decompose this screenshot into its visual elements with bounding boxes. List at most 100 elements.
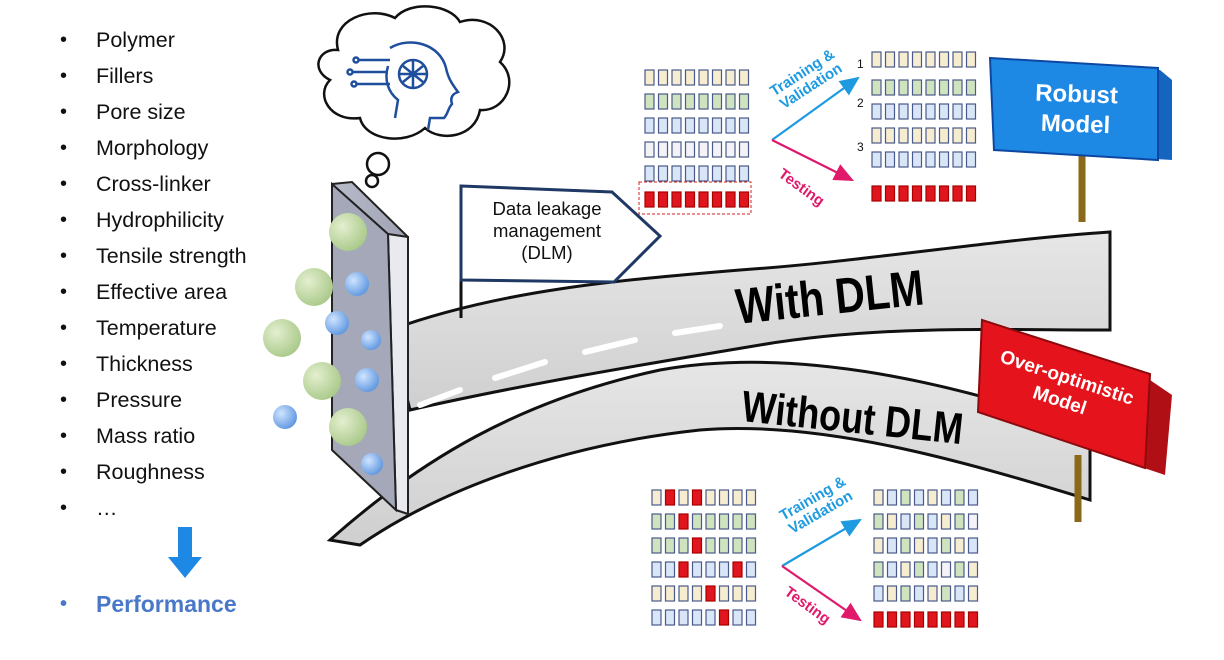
data-cell bbox=[691, 537, 703, 554]
road-without-dlm bbox=[326, 360, 1092, 547]
data-cell bbox=[691, 609, 703, 626]
test-cell bbox=[925, 185, 936, 202]
data-cell bbox=[698, 117, 709, 134]
road-dashes bbox=[417, 323, 723, 408]
data-cell bbox=[644, 191, 655, 208]
dlm-tag-label: Data leakage management (DLM) bbox=[462, 198, 632, 264]
data-cell bbox=[898, 79, 909, 96]
data-cell bbox=[738, 191, 750, 208]
data-cell bbox=[657, 165, 669, 182]
data-cell bbox=[698, 93, 709, 110]
data-cell bbox=[651, 513, 662, 530]
data-cell bbox=[678, 609, 689, 626]
data-cell bbox=[954, 513, 965, 530]
test-cell bbox=[967, 611, 979, 628]
data-cell bbox=[871, 151, 882, 168]
data-cell bbox=[938, 79, 950, 96]
data-cell bbox=[725, 117, 736, 134]
performance-label: Performance bbox=[96, 591, 237, 617]
data-cell bbox=[913, 489, 925, 506]
data-cell bbox=[927, 561, 938, 578]
feature-label: Pressure bbox=[96, 388, 183, 412]
data-cell bbox=[938, 103, 950, 120]
data-cell bbox=[698, 165, 709, 182]
data-cell bbox=[705, 513, 716, 530]
data-cell bbox=[664, 561, 676, 578]
data-cell bbox=[738, 165, 750, 182]
data-cell bbox=[732, 561, 743, 578]
data-cell bbox=[940, 489, 952, 506]
performance-output: • Performance bbox=[60, 591, 237, 617]
data-cell bbox=[940, 561, 952, 578]
data-cell bbox=[664, 489, 676, 506]
feature-label: Hydrophilicity bbox=[96, 208, 224, 232]
data-cell bbox=[913, 537, 925, 554]
data-cell bbox=[698, 69, 709, 86]
feature-label: … bbox=[96, 496, 118, 520]
data-cell bbox=[732, 513, 743, 530]
feature-item: •Temperature bbox=[60, 316, 217, 340]
data-cell bbox=[898, 127, 909, 144]
data-cell bbox=[725, 191, 736, 208]
data-cell bbox=[886, 489, 898, 506]
data-cell bbox=[691, 489, 703, 506]
dlm-tag-shape bbox=[459, 184, 663, 284]
data-cell bbox=[691, 561, 703, 578]
top-data-grid bbox=[638, 51, 977, 215]
test-cell bbox=[952, 185, 963, 202]
feature-item: •… bbox=[60, 496, 118, 520]
membrane-icon bbox=[263, 180, 409, 516]
feature-item: •Thickness bbox=[60, 352, 193, 376]
data-cell bbox=[940, 537, 952, 554]
data-cell bbox=[644, 69, 655, 86]
data-cell bbox=[900, 489, 911, 506]
data-cell bbox=[884, 127, 896, 144]
data-cell bbox=[927, 585, 938, 602]
test-cell bbox=[940, 611, 952, 628]
road-with-dlm bbox=[388, 230, 1112, 412]
data-cell bbox=[886, 513, 898, 530]
test-cell bbox=[965, 185, 977, 202]
data-cell bbox=[678, 561, 689, 578]
data-cell bbox=[965, 151, 977, 168]
data-cell bbox=[718, 561, 730, 578]
data-cell bbox=[691, 585, 703, 602]
feature-label: Roughness bbox=[96, 460, 205, 484]
data-cell bbox=[952, 103, 963, 120]
data-cell bbox=[678, 585, 689, 602]
data-cell bbox=[873, 513, 884, 530]
data-cell bbox=[952, 151, 963, 168]
data-cell bbox=[684, 191, 696, 208]
data-cell bbox=[938, 51, 950, 68]
data-cell bbox=[871, 103, 882, 120]
data-cell bbox=[664, 537, 676, 554]
data-cell bbox=[745, 489, 757, 506]
data-cell bbox=[651, 537, 662, 554]
data-cell bbox=[873, 585, 884, 602]
data-cell bbox=[967, 489, 979, 506]
data-cell bbox=[732, 609, 743, 626]
data-cell bbox=[927, 489, 938, 506]
data-cell bbox=[678, 513, 689, 530]
overopt-model-sign bbox=[976, 318, 1172, 475]
data-cell bbox=[684, 117, 696, 134]
data-cell bbox=[745, 537, 757, 554]
feature-item: •Mass ratio bbox=[60, 424, 196, 448]
row-number-2: 2 bbox=[857, 96, 864, 110]
feature-item: •Tensile strength bbox=[60, 244, 247, 268]
data-cell bbox=[940, 585, 952, 602]
data-cell bbox=[871, 51, 882, 68]
data-cell bbox=[886, 561, 898, 578]
data-cell bbox=[954, 489, 965, 506]
data-cell bbox=[738, 117, 750, 134]
data-cell bbox=[925, 127, 936, 144]
data-cell bbox=[884, 103, 896, 120]
data-cell bbox=[711, 93, 723, 110]
data-cell bbox=[738, 69, 750, 86]
data-cell bbox=[651, 489, 662, 506]
data-cell bbox=[884, 51, 896, 68]
feature-item: •Hydrophilicity bbox=[60, 208, 224, 232]
data-cell bbox=[965, 51, 977, 68]
data-cell bbox=[725, 69, 736, 86]
